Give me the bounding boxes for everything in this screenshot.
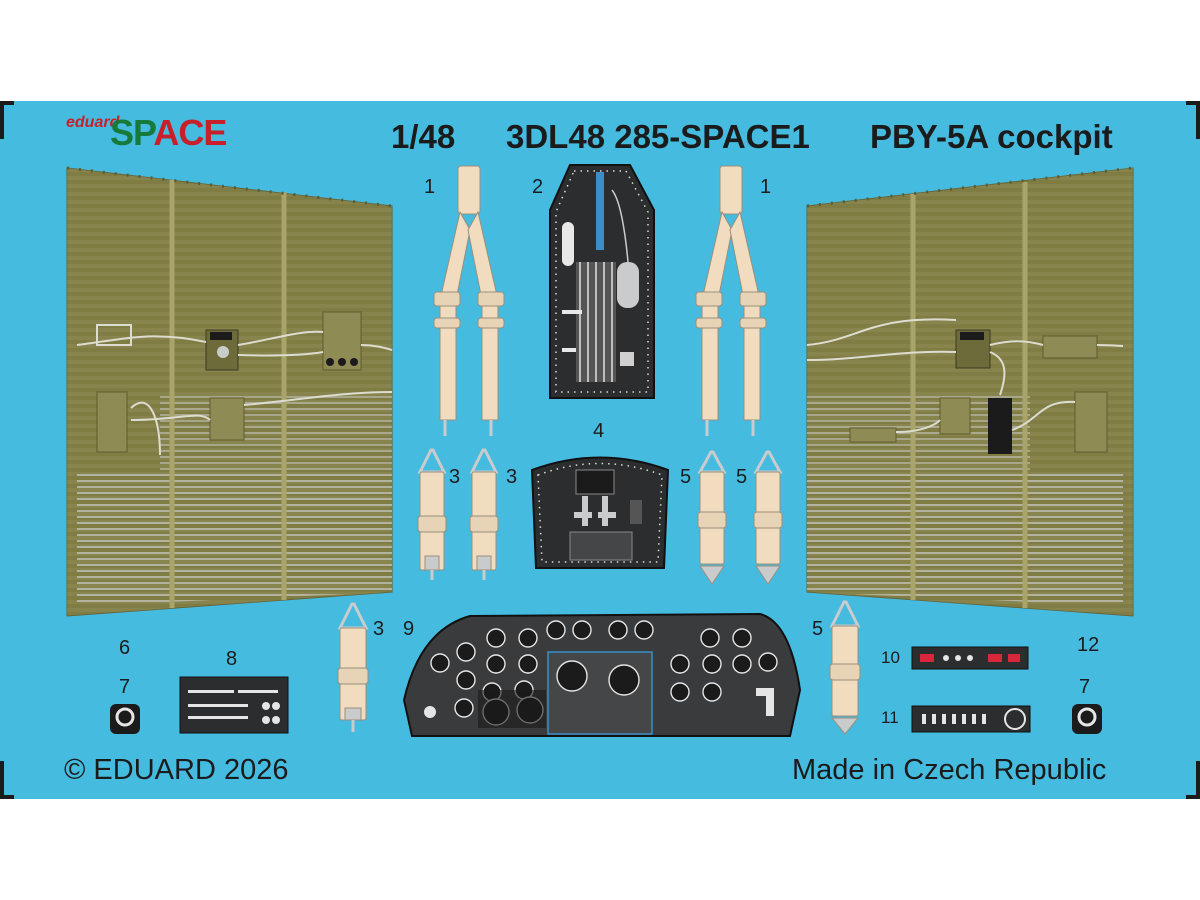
part-number-8: 8 bbox=[226, 648, 238, 670]
part-1-harness-right bbox=[695, 165, 767, 436]
brand-logo-space: SPACE bbox=[110, 112, 227, 154]
sheet-product-code: 3DL48 285-SPACE1 bbox=[506, 118, 810, 155]
corner-mark-top-right bbox=[1186, 101, 1200, 105]
part-number-3b: 3 bbox=[506, 466, 518, 488]
corner-mark-top-left-v bbox=[0, 101, 4, 139]
part-number-4: 4 bbox=[593, 420, 605, 442]
part-number-3c: 3 bbox=[373, 618, 385, 640]
part-number-5a: 5 bbox=[680, 466, 692, 488]
origin-text: Made in Czech Republic bbox=[792, 754, 1107, 786]
brand-logo-space-b: ACE bbox=[153, 112, 227, 153]
brand-logo-eduard: eduard bbox=[66, 114, 120, 131]
part-number-7-left: 7 bbox=[119, 676, 131, 698]
copyright-text: © EDUARD 2026 bbox=[64, 754, 289, 786]
part-number-7-right: 7 bbox=[1079, 676, 1091, 698]
corner-mark-bottom-left-v bbox=[0, 761, 4, 799]
part-10-warning-panel bbox=[911, 646, 1029, 670]
part-number-11: 11 bbox=[881, 708, 899, 727]
part-number-3a: 3 bbox=[449, 466, 461, 488]
corner-mark-bottom-left bbox=[0, 795, 14, 799]
part-5-belt-b bbox=[753, 450, 783, 585]
part-number-1-right: 1 bbox=[760, 176, 772, 198]
left-side-wall bbox=[66, 166, 393, 617]
part-2-side-panel bbox=[549, 164, 655, 399]
part-9-instrument-panel bbox=[402, 612, 802, 737]
part-8-switch-panel bbox=[179, 676, 289, 734]
part-11-switch-strip bbox=[911, 705, 1031, 733]
corner-mark-top-left bbox=[0, 101, 14, 105]
part-number-5c: 5 bbox=[812, 618, 824, 640]
part-3-belt-c bbox=[337, 602, 369, 732]
sheet-scale: 1/48 bbox=[391, 118, 456, 155]
corner-mark-bottom-right bbox=[1186, 795, 1200, 799]
part-number-10: 10 bbox=[881, 648, 900, 667]
part-number-1-left: 1 bbox=[424, 176, 436, 198]
part-3-belt-b bbox=[469, 448, 499, 580]
part-5-belt-c bbox=[829, 600, 861, 735]
part-7-knob-left bbox=[110, 704, 140, 734]
part-3-belt-a bbox=[417, 448, 447, 580]
corner-mark-bottom-right-v bbox=[1196, 761, 1200, 799]
part-4-overhead-panel bbox=[530, 456, 670, 569]
part-number-6: 6 bbox=[119, 637, 131, 659]
part-number-12: 12 bbox=[1077, 634, 1100, 656]
part-1-harness-left bbox=[433, 165, 505, 436]
part-7-knob-right bbox=[1072, 704, 1102, 734]
corner-mark-top-right-v bbox=[1196, 101, 1200, 139]
right-side-wall bbox=[806, 166, 1134, 617]
sheet-subject: PBY-5A cockpit bbox=[870, 118, 1113, 155]
part-number-2: 2 bbox=[532, 176, 544, 198]
part-number-5b: 5 bbox=[736, 466, 748, 488]
brand-logo-space-a: SP bbox=[110, 112, 154, 153]
part-5-belt-a bbox=[697, 450, 727, 585]
part-number-9: 9 bbox=[403, 618, 415, 640]
